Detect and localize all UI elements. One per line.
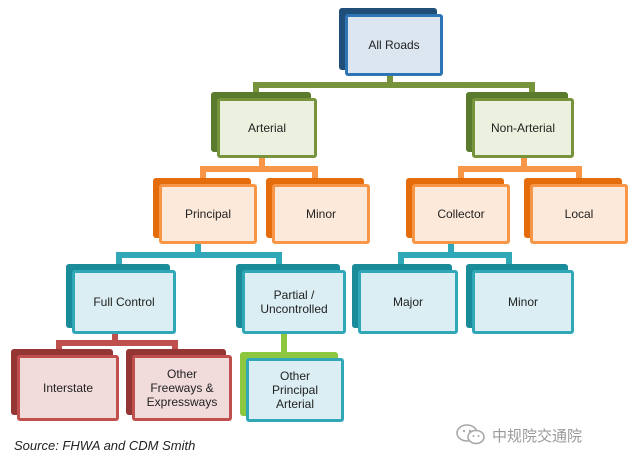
- source-caption: Source: FHWA and CDM Smith: [14, 438, 196, 453]
- node-interstate: Interstate: [11, 349, 119, 421]
- node-minor-collector: Minor: [466, 264, 574, 334]
- node-full-control-label: Full Control: [72, 270, 176, 334]
- connector-principal: [116, 242, 282, 266]
- node-interstate-label: Interstate: [17, 355, 119, 421]
- connector-non-arterial: [458, 156, 582, 180]
- connector-full-control: [56, 328, 178, 350]
- node-all-roads: All Roads: [339, 8, 443, 76]
- connector-collector: [398, 242, 512, 266]
- node-principal: Principal: [153, 178, 257, 244]
- node-other-principal-arterial: Other Principal Arterial: [240, 352, 344, 422]
- node-local: Local: [524, 178, 628, 244]
- node-full-control: Full Control: [66, 264, 176, 334]
- node-major-collector-label: Major: [358, 270, 458, 334]
- node-local-label: Local: [530, 184, 628, 244]
- node-major-collector: Major: [352, 264, 458, 334]
- node-principal-label: Principal: [159, 184, 257, 244]
- node-collector-label: Collector: [412, 184, 510, 244]
- node-all-roads-label: All Roads: [345, 14, 443, 76]
- node-other-freeways: Other Freeways & Expressways: [126, 349, 232, 421]
- watermark: 中规院交通院: [456, 424, 582, 446]
- node-minor-arterial: Minor: [266, 178, 370, 244]
- node-arterial: Arterial: [211, 92, 317, 158]
- node-non-arterial-label: Non-Arterial: [472, 98, 574, 158]
- node-collector: Collector: [406, 178, 510, 244]
- node-other-freeways-label: Other Freeways & Expressways: [132, 355, 232, 421]
- connector-arterial: [200, 156, 318, 180]
- node-minor-collector-label: Minor: [472, 270, 574, 334]
- node-non-arterial: Non-Arterial: [466, 92, 574, 158]
- wechat-icon: [456, 424, 486, 446]
- node-minor-arterial-label: Minor: [272, 184, 370, 244]
- connector-root: [253, 72, 535, 94]
- watermark-text: 中规院交通院: [492, 427, 583, 445]
- node-partial-uncontrolled-label: Partial / Uncontrolled: [242, 270, 346, 334]
- connector-partial: [281, 334, 287, 354]
- node-other-principal-arterial-label: Other Principal Arterial: [246, 358, 344, 422]
- node-arterial-label: Arterial: [217, 98, 317, 158]
- node-partial-uncontrolled: Partial / Uncontrolled: [236, 264, 346, 334]
